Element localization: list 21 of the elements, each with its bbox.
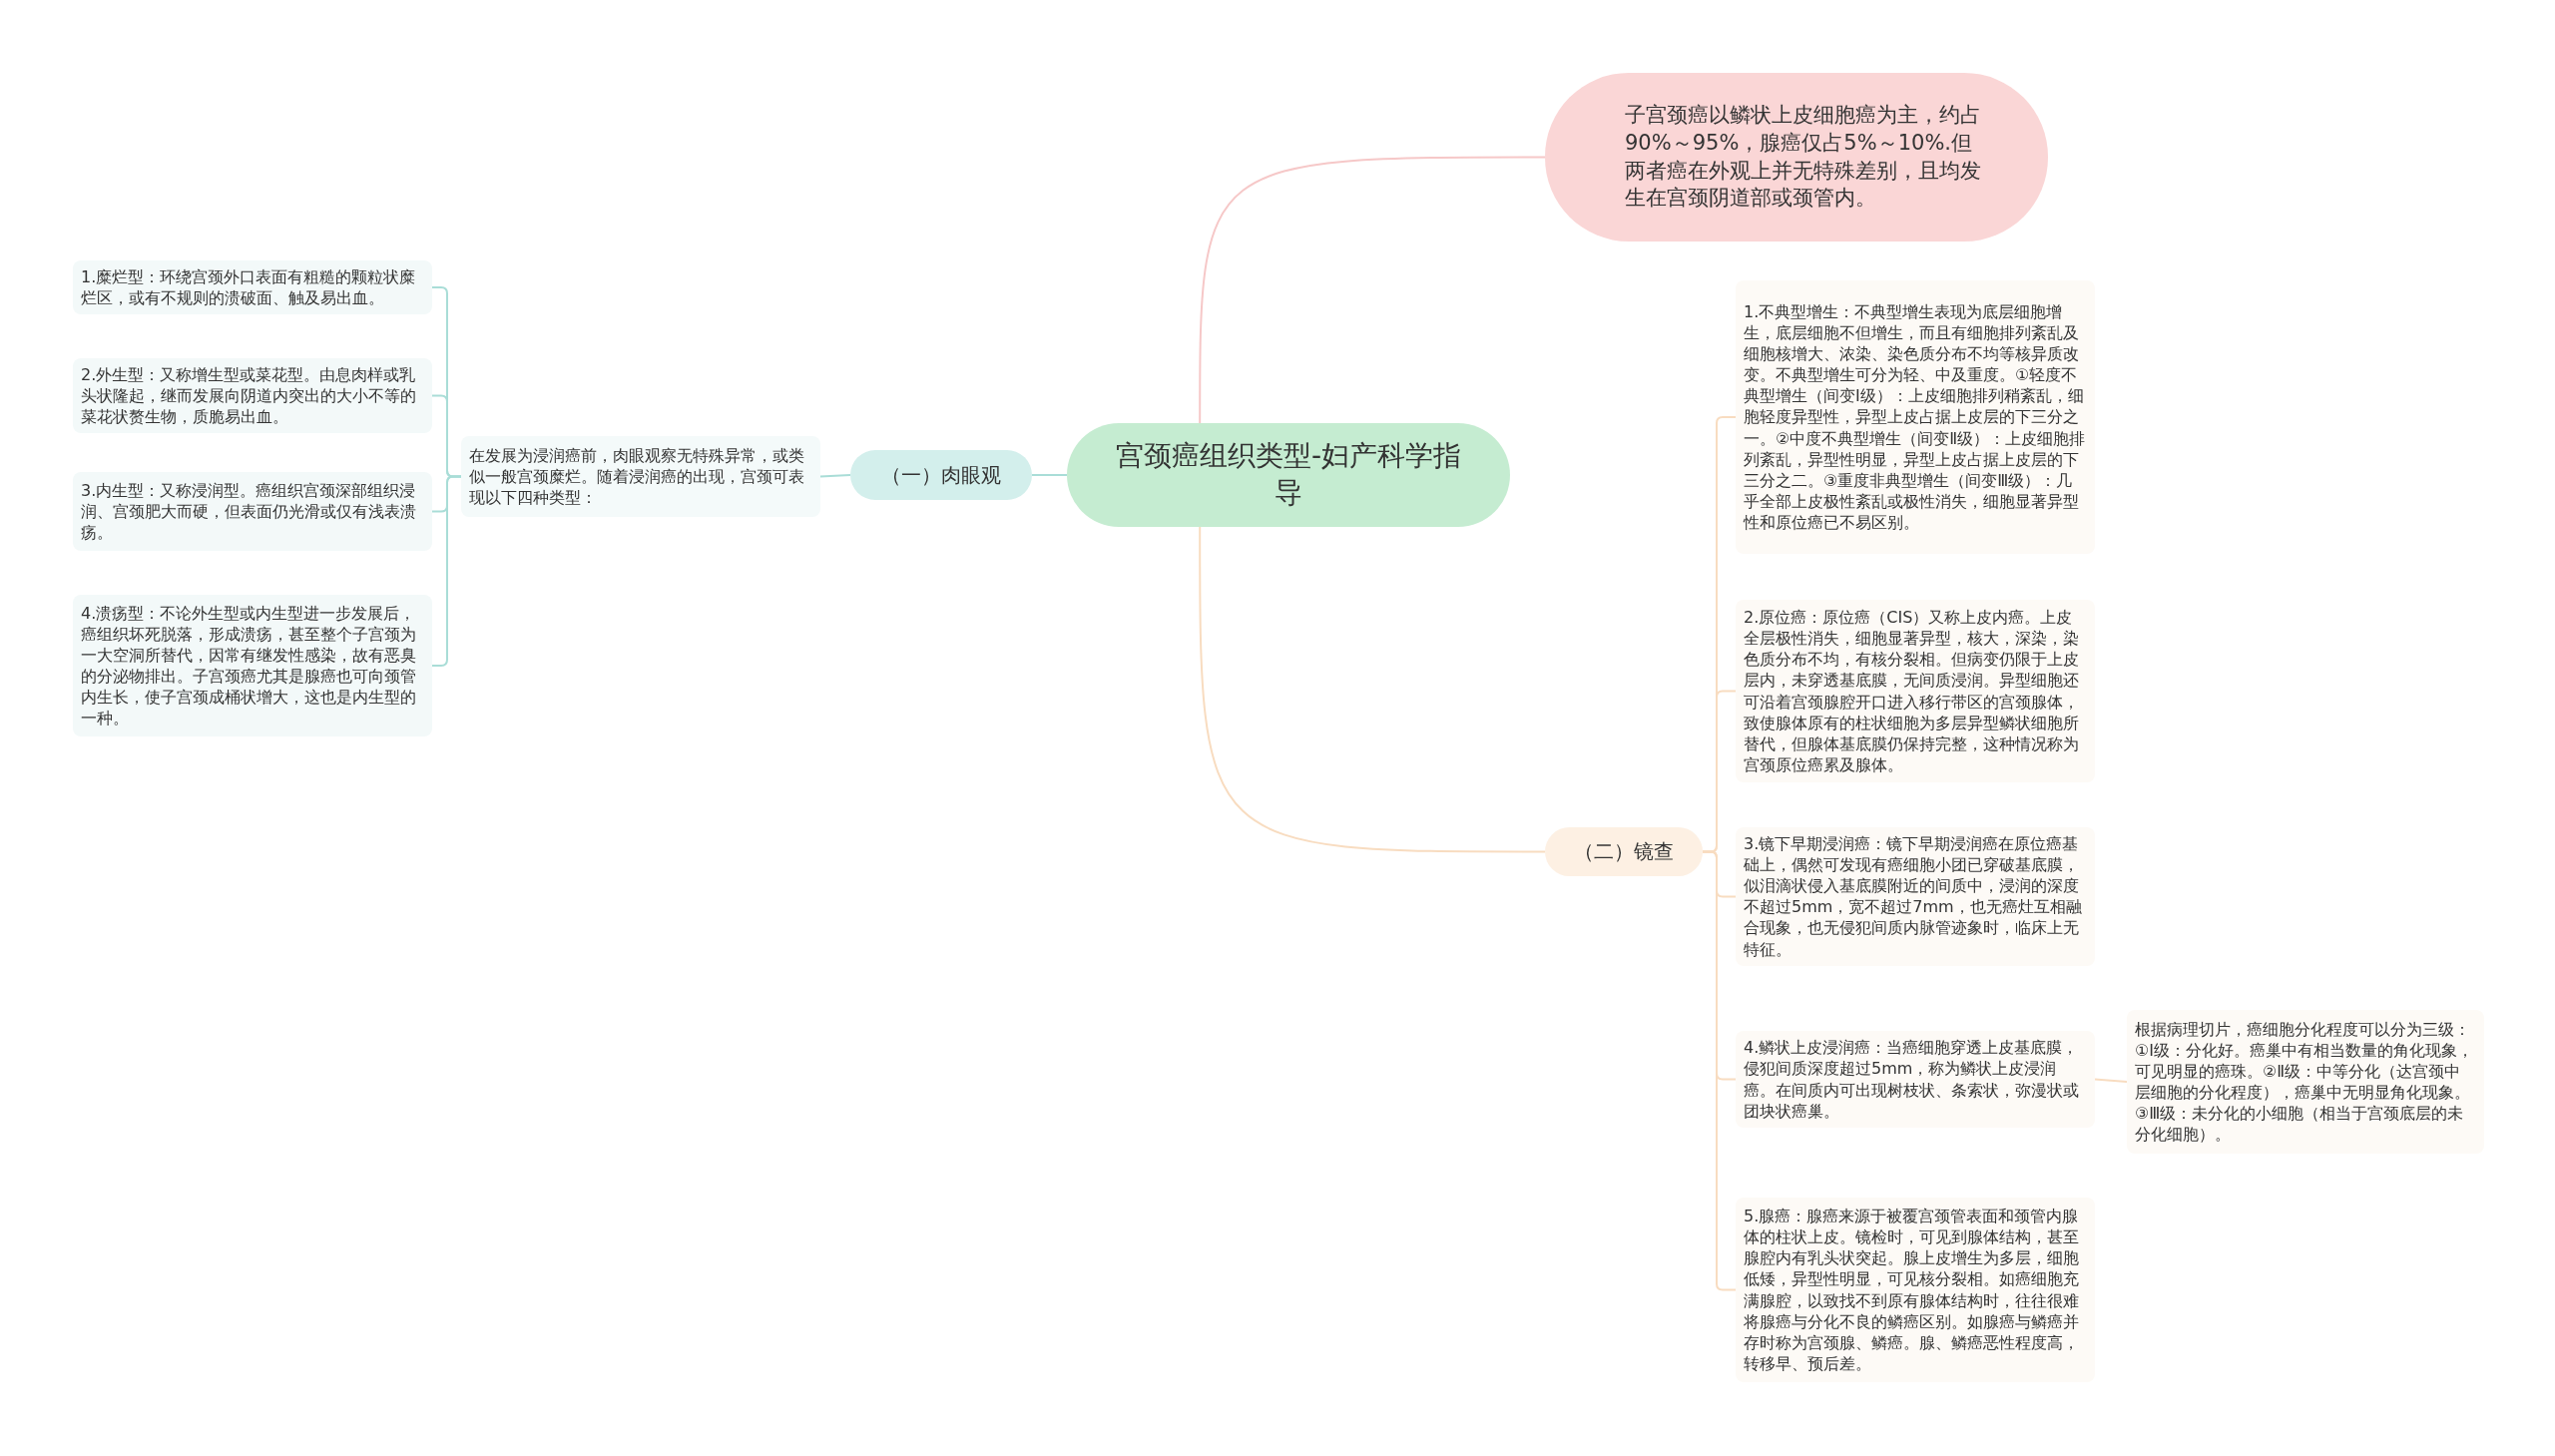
text-card: 5.腺癌：腺癌来源于被覆宫颈管表面和颈管内腺体的柱状上皮。镜检时，可见到腺体结构，甚至腺腔内有乳头状突起。腺上皮增生为多层，细胞低矮，异型性明显，可见核分裂相。如癌细胞充满腺腔，以致找不到原有腺体结构时，往往很难将腺癌与分化不良的鳞癌区别。如腺癌与鳞癌并存时称为宫颈腺、鳞癌。腺、鳞癌恶性程度高，转移早、预后差。 bbox=[1736, 1198, 2095, 1382]
text-card: 3.镜下早期浸润癌：镜下早期浸润癌在原位癌基础上，偶然可发现有癌细胞小团已穿破基底膜，似泪滴状侵入基底膜附近的间质中，浸润的深度不超过5mm，宽不超过7mm，也无癌灶互相融合现象，也无侵犯间质内脉管迹象时，临床上无特征。 bbox=[1736, 827, 2095, 966]
connector bbox=[819, 474, 851, 478]
connector bbox=[2094, 1078, 2128, 1083]
text-card: 2.原位癌：原位癌（CIS）又称上皮内癌。上皮全层极性消失，细胞显著异型，核大，深染，染色质分布不均，有核分裂相。但病变仍限于上皮层内，未穿透基底膜，无间质浸润。异型细胞还可沿着宫颈腺腔开口进入移行带区的宫颈腺体，致使腺体原有的柱状细胞为多层异型鳞状细胞所替代，但腺体基底膜仍保持完整，这种情况称为宫颈原位癌累及腺体。 bbox=[1736, 600, 2095, 782]
text-card: 3.内生型：又称浸润型。癌组织宫颈深部组织浸润、宫颈肥大而硬，但表面仍光滑或仅有浅表溃疡。 bbox=[73, 472, 432, 551]
text-card: 2.外生型：又称增生型或菜花型。由息肉样或乳头状隆起，继而发展向阴道内突出的大小不等的菜花状赘生物，质脆易出血。 bbox=[73, 358, 432, 434]
text-card: 4.鳞状上皮浸润癌：当癌细胞穿透上皮基底膜，侵犯间质深度超过5mm，称为鳞状上皮浸润癌。在间质内可出现树枝状、条索状，弥漫状或团块状癌巢。 bbox=[1736, 1031, 2095, 1128]
branch-pill: （二）镜查 bbox=[1545, 827, 1703, 876]
branch-pill: （一）肉眼观 bbox=[850, 450, 1032, 500]
topic-bubble: 宫颈癌组织类型-妇产科学指导 bbox=[1067, 423, 1510, 527]
text-card: 1.不典型增生：不典型增生表现为底层细胞增生，底层细胞不但增生，而且有细胞排列紊乱及细胞核增大、浓染、染色质分布不均等核异质改变。不典型增生可分为轻、中及重度。①轻度不典型增生（间变Ⅰ级）：上皮细胞排列稍紊乱，细胞轻度异型性，异型上皮占据上皮层的下三分之一。②中度不典型增生（间变Ⅱ级）：上皮细胞排列紊乱，异型性明显，异型上皮占据上皮层的下三分之二。③重度非典型增生（间变Ⅲ级）：几乎全部上皮极性紊乱或极性消失，细胞显著异型性和原位癌已不易区别。 bbox=[1736, 280, 2095, 554]
note-bubble: 子宫颈癌以鳞状上皮细胞癌为主，约占90%～95%，腺癌仅占5%～10%.但两者癌在外观上并无特殊差别，且均发生在宫颈阴道部或颈管内。 bbox=[1545, 73, 2048, 242]
connector bbox=[431, 475, 462, 667]
text-card: 1.糜烂型：环绕宫颈外口表面有粗糙的颗粒状糜烂区，或有不规则的溃破面、触及易出血。 bbox=[73, 260, 432, 315]
connector bbox=[1031, 474, 1068, 476]
connector bbox=[1199, 156, 1546, 424]
connector bbox=[1199, 526, 1546, 853]
text-card: 4.溃疡型：不论外生型或内生型进一步发展后，癌组织坏死脱落，形成溃疡，甚至整个子宫颈为一大空洞所替代，因常有继发性感染，故有恶臭的分泌物排出。子宫颈癌尤其是腺癌也可向颈管内生长，使子宫颈成桶状增大，这也是内生型的一种。 bbox=[73, 595, 432, 736]
text-card: 根据病理切片，癌细胞分化程度可以分为三级：①Ⅰ级：分化好。癌巢中有相当数量的角化现象，可见明显的癌珠。②Ⅱ级：中等分化（达宫颈中层细胞的分化程度），癌巢中无明显角化现象。③Ⅲ级：未分化的小细胞（相当于宫颈底层的未分化细胞）。 bbox=[2127, 1010, 2484, 1154]
text-card: 在发展为浸润癌前，肉眼观察无特殊异常，或类似一般宫颈糜烂。随着浸润癌的出现，宫颈可表现以下四种类型： bbox=[461, 436, 820, 517]
